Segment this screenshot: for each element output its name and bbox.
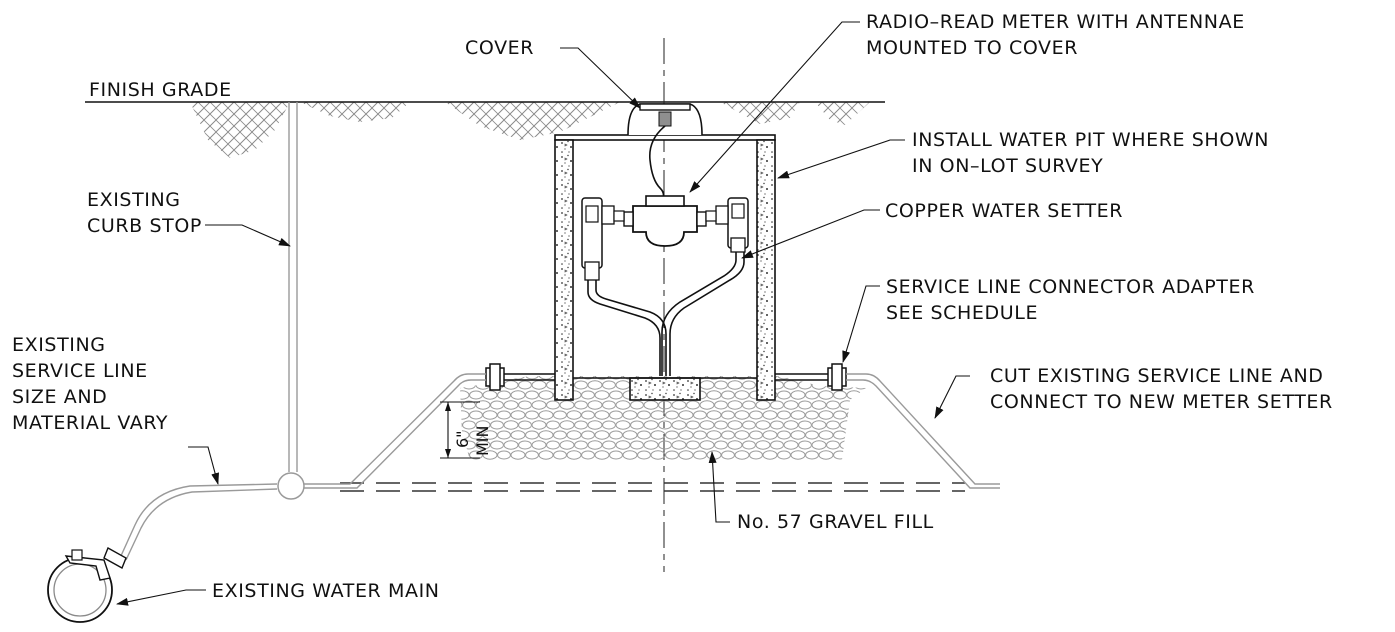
service-pipe-horizontal <box>504 373 828 381</box>
dimension-unit: MIN <box>473 426 492 457</box>
water-main-label: EXISTING WATER MAIN <box>212 580 440 602</box>
service-line-label-line4: MATERIAL VARY <box>12 412 168 434</box>
curb-stop-label-line2: CURB STOP <box>87 215 202 237</box>
soil-hatching <box>190 102 870 158</box>
finish-grade-label: FINISH GRADE <box>89 79 232 101</box>
connector-adapter-right <box>827 363 847 391</box>
existing-service-line <box>119 373 1000 561</box>
radio-read-meter <box>623 195 707 247</box>
adapter-label-line2: SEE SCHEDULE <box>886 302 1038 324</box>
setter-valve-right <box>705 197 749 253</box>
meter-label-line1: RADIO–READ METER WITH ANTENNAE <box>866 11 1245 33</box>
service-line-label-line1: EXISTING <box>12 334 106 356</box>
existing-grade-dashed <box>340 482 965 492</box>
curb-stop-label-line1: EXISTING <box>87 189 181 211</box>
pit-label-line1: INSTALL WATER PIT WHERE SHOWN <box>912 129 1269 151</box>
leaders <box>116 21 970 606</box>
dimension-value: 6" <box>453 430 472 448</box>
water-pit <box>554 134 776 401</box>
cut-service-label-line1: CUT EXISTING SERVICE LINE AND <box>990 365 1324 387</box>
setter-label: COPPER WATER SETTER <box>885 200 1123 222</box>
setter-valve-left <box>581 197 625 281</box>
meter-label-line2: MOUNTED TO COVER <box>866 37 1078 59</box>
dimension-6in-min <box>440 401 480 459</box>
copper-setter-piping <box>587 252 745 376</box>
pit-cover <box>627 103 703 136</box>
connector-adapter-left <box>485 363 505 391</box>
cut-service-label-line2: CONNECT TO NEW METER SETTER <box>990 391 1333 413</box>
adapter-label-line1: SERVICE LINE CONNECTOR ADAPTER <box>886 276 1255 298</box>
pit-label-line2: IN ON–LOT SURVEY <box>912 155 1103 177</box>
curb-stop <box>277 102 305 500</box>
service-line-label-line3: SIZE AND <box>12 386 107 408</box>
cover-label: COVER <box>465 37 534 59</box>
existing-water-main <box>47 547 127 623</box>
gravel-label: No. 57 GRAVEL FILL <box>737 511 934 533</box>
service-line-label-line2: SERVICE LINE <box>12 360 148 382</box>
